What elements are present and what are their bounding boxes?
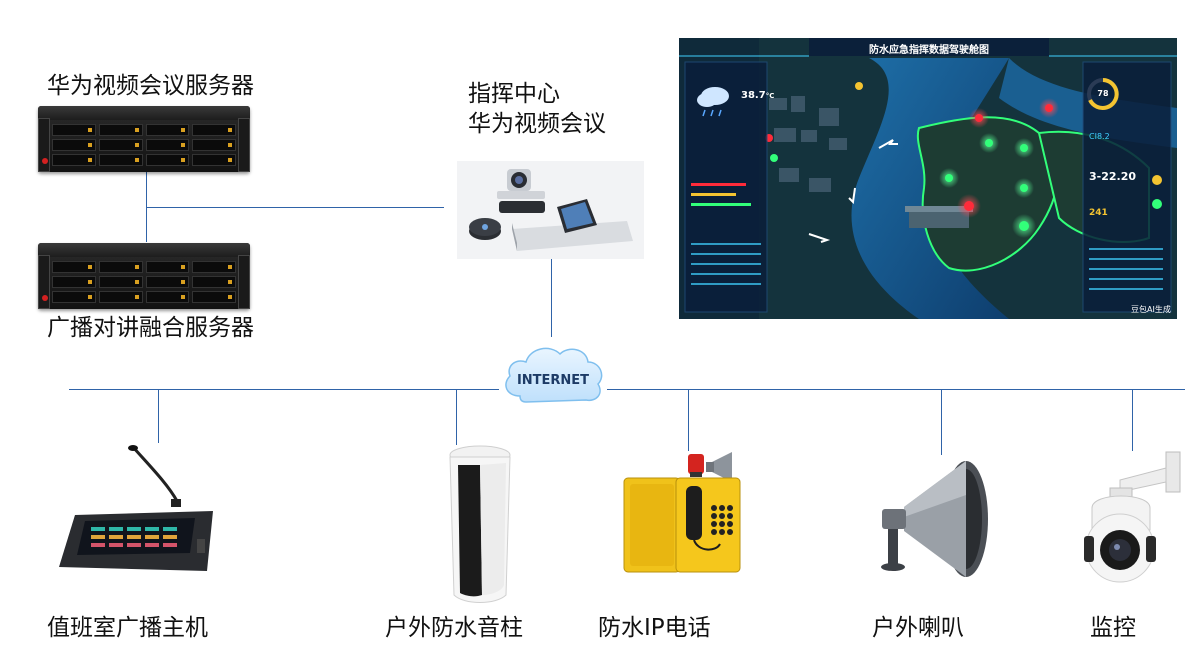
device-label-console: 值班室广播主机 bbox=[47, 615, 208, 641]
internet-label: INTERNET bbox=[516, 373, 590, 388]
dashboard-temperature: 38.7°C bbox=[741, 90, 774, 101]
dashboard-number: 241 bbox=[1089, 208, 1108, 218]
drop-console bbox=[158, 389, 159, 443]
drop-horn bbox=[941, 389, 942, 455]
broadcast-server-label: 广播对讲融合服务器 bbox=[47, 315, 254, 341]
broadcast-server-icon bbox=[38, 243, 250, 309]
device-label-column-speaker: 户外防水音柱 bbox=[385, 615, 523, 641]
device-label-camera: 监控 bbox=[1090, 615, 1136, 641]
horn-speaker-icon bbox=[874, 455, 994, 585]
video-server-icon bbox=[38, 106, 250, 172]
emergency-dashboard-screenshot: 防水应急指挥数据驾驶舱图 38.7°C 78 CI8.2 3-22.20 241… bbox=[679, 38, 1177, 319]
drop-camera bbox=[1132, 389, 1133, 451]
dashboard-code-text: CI8.2 bbox=[1089, 132, 1110, 141]
dashboard-title: 防水应急指挥数据驾驶舱图 bbox=[869, 45, 989, 56]
bus-line-right bbox=[607, 389, 1185, 390]
dashboard-clock: 3-22.20 bbox=[1089, 170, 1137, 183]
command-center-line2: 华为视频会议 bbox=[468, 111, 606, 137]
bus-line-left bbox=[69, 389, 499, 390]
dashboard-watermark: 豆包AI生成 bbox=[1131, 305, 1171, 314]
temperature-value: 38.7 bbox=[741, 90, 766, 101]
drop-phone bbox=[688, 389, 689, 451]
server-to-center-link bbox=[146, 207, 444, 208]
device-label-ip-phone: 防水IP电话 bbox=[598, 615, 711, 641]
video-conference-terminal-icon bbox=[457, 161, 644, 259]
column-speaker-icon bbox=[444, 445, 514, 610]
dashboard-gauge-value: 78 bbox=[1097, 89, 1109, 98]
device-label-horn: 户外喇叭 bbox=[872, 615, 964, 641]
center-to-cloud-link bbox=[551, 259, 552, 337]
video-server-label: 华为视频会议服务器 bbox=[47, 73, 254, 99]
temperature-unit: °C bbox=[765, 92, 775, 100]
internet-cloud-icon: INTERNET bbox=[500, 340, 606, 408]
broadcast-console-icon bbox=[57, 443, 217, 573]
command-center-line1: 指挥中心 bbox=[468, 81, 560, 107]
drop-column bbox=[456, 389, 457, 445]
dome-camera-icon bbox=[1080, 448, 1190, 583]
ip-phone-icon bbox=[620, 448, 750, 576]
